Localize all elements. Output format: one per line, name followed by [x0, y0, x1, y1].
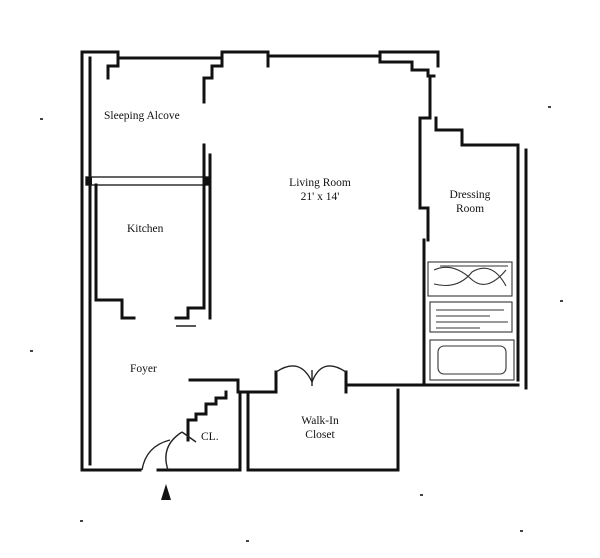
dressing-room-label: Dressing Room	[440, 188, 500, 216]
living-room-doors	[188, 365, 348, 394]
living-room-size: 21' x 14'	[300, 191, 340, 203]
dressing-room-line1: Dressing	[449, 189, 491, 201]
closet-walls	[141, 390, 242, 472]
scan-speck	[520, 530, 523, 532]
scan-speck	[420, 494, 423, 496]
entry-arrow-icon	[161, 484, 171, 500]
sleeping-alcove-label: Sleeping Alcove	[104, 110, 180, 122]
kitchen-walls	[85, 143, 212, 327]
scan-speck	[80, 520, 83, 522]
scan-speck	[40, 118, 43, 120]
walk-in-closet-label: Walk-In Closet	[290, 414, 350, 442]
living-room-label: Living Room 21' x 14'	[280, 176, 360, 204]
living-room-name: Living Room	[289, 177, 351, 189]
closet-label: CL.	[201, 431, 219, 443]
outer-walls	[80, 50, 528, 472]
foyer-label: Foyer	[130, 363, 157, 375]
kitchen-label: Kitchen	[127, 223, 164, 235]
scan-speck	[548, 106, 551, 108]
bathroom-fixtures	[427, 261, 515, 381]
scan-speck	[560, 300, 563, 302]
scan-speck	[246, 540, 249, 542]
dressing-room-line2: Room	[455, 203, 485, 215]
scan-speck	[30, 350, 33, 352]
walk-in-line1: Walk-In	[301, 415, 339, 427]
walk-in-line2: Closet	[305, 429, 335, 441]
